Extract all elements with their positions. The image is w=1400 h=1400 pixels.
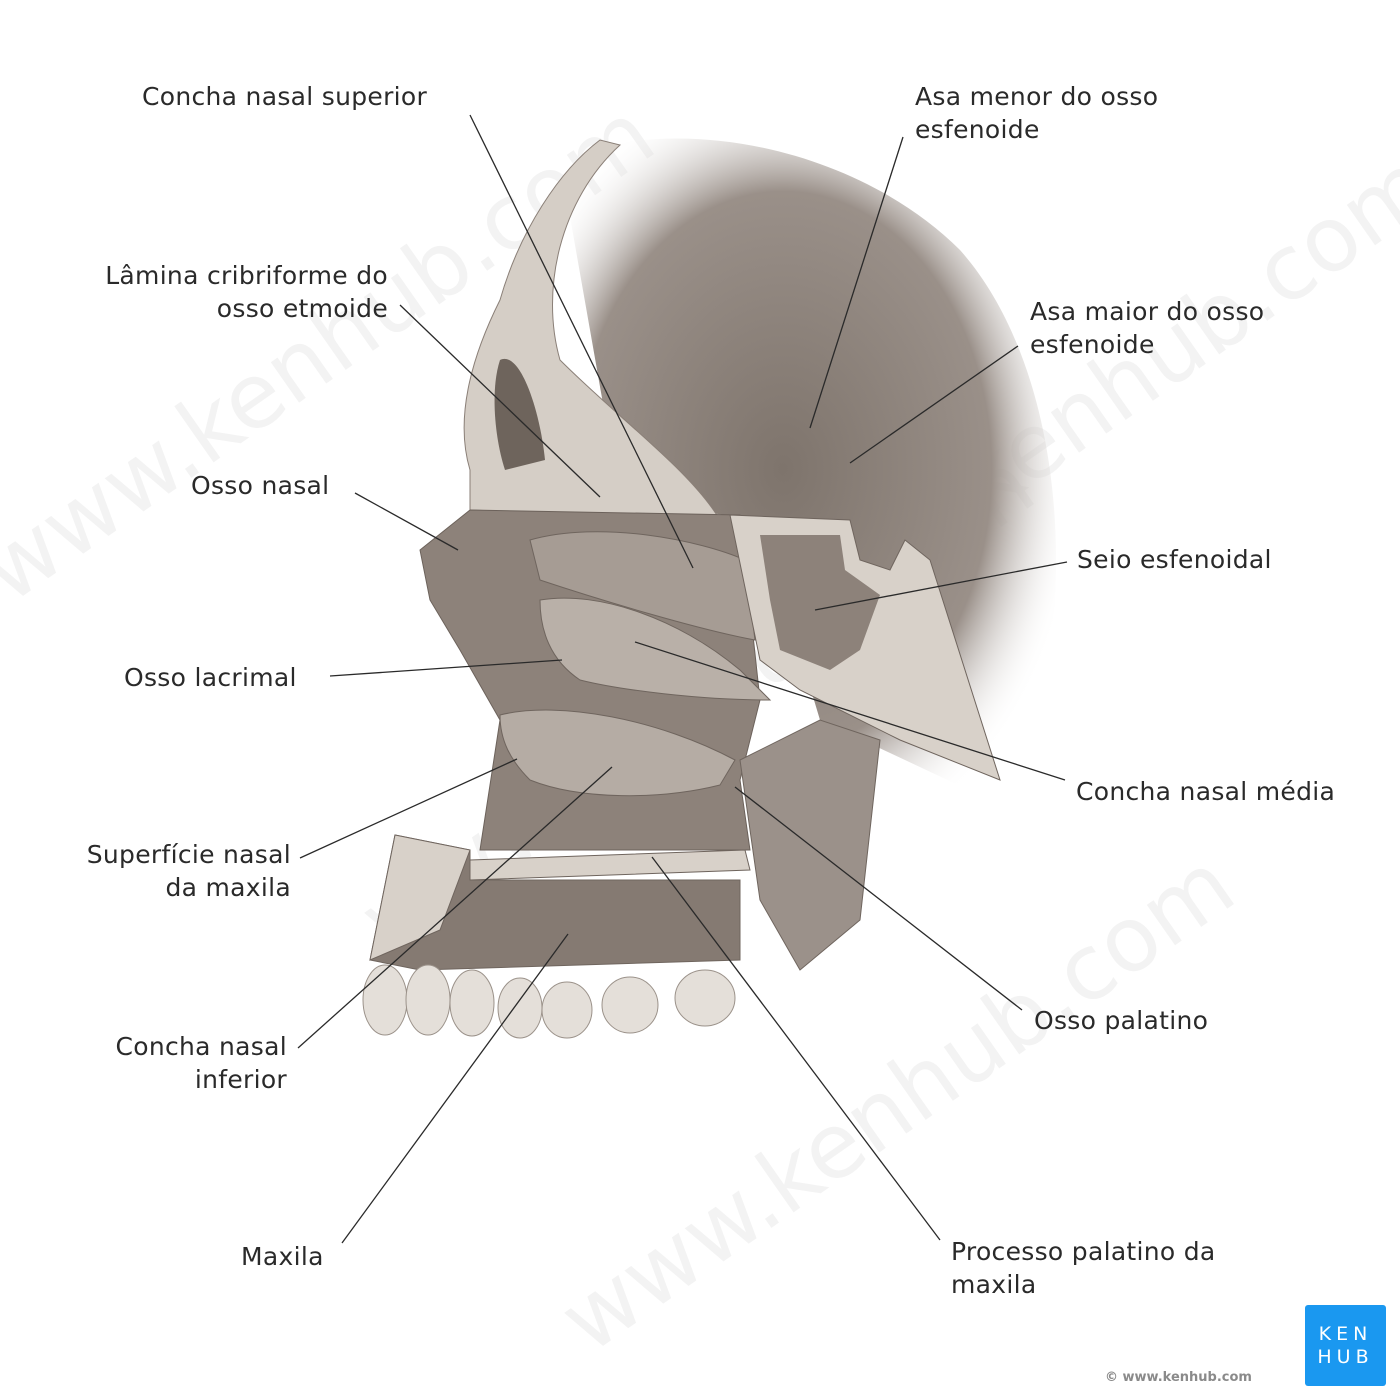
label-line: esfenoide [915, 115, 1040, 144]
superior-concha [529, 531, 756, 641]
alveolar-section [369, 834, 471, 961]
inferior-concha [499, 709, 736, 797]
label-osso-nasal: Osso nasal [191, 471, 330, 500]
label-line: da maxila [165, 873, 291, 902]
label-line: esfenoide [1030, 330, 1155, 359]
label-line: inferior [194, 1065, 287, 1094]
copyright-text: © www.kenhub.com [1105, 1370, 1252, 1385]
label-line: Concha nasal [115, 1032, 287, 1061]
label-line: maxila [951, 1270, 1037, 1299]
logo-text: KEN [1318, 1323, 1373, 1345]
label-concha-nasal-inferior: Concha nasal inferior [115, 1030, 287, 1096]
label-concha-nasal-superior: Concha nasal superior [142, 82, 428, 111]
label-line: Asa maior do osso [1030, 297, 1265, 326]
label-lamina-cribriforme: Lâmina cribriforme do osso etmoide [105, 259, 388, 325]
label-line: Lâmina cribriforme do [105, 261, 388, 290]
sphenoid-sinus-cavity [760, 535, 880, 670]
label-line: Superfície nasal [86, 840, 291, 869]
kenhub-logo: KEN HUB [1305, 1305, 1386, 1386]
label-maxila: Maxila [241, 1242, 324, 1271]
leader-lines [297, 114, 1068, 1244]
label-line: Asa menor do osso [915, 82, 1159, 111]
label-seio-esfenoidal: Seio esfenoidal [1077, 545, 1272, 574]
label-line: Processo palatino da [951, 1237, 1216, 1266]
label-superficie-nasal-maxila: Superfície nasal da maxila [87, 838, 291, 904]
logo-text: HUB [1317, 1346, 1374, 1368]
label-concha-nasal-media: Concha nasal média [1076, 777, 1336, 806]
label-osso-palatino: Osso palatino [1034, 1006, 1209, 1035]
label-asa-maior: Asa maior do osso esfenoide [1030, 295, 1264, 361]
label-osso-lacrimal: Osso lacrimal [124, 663, 297, 692]
frontal-sinus [494, 358, 545, 470]
label-line: osso etmoide [216, 294, 388, 323]
teeth [362, 964, 736, 1039]
label-asa-menor: Asa menor do osso esfenoide [915, 80, 1158, 146]
palate [469, 849, 751, 881]
label-processo-palatino: Processo palatino da maxila [951, 1235, 1216, 1301]
